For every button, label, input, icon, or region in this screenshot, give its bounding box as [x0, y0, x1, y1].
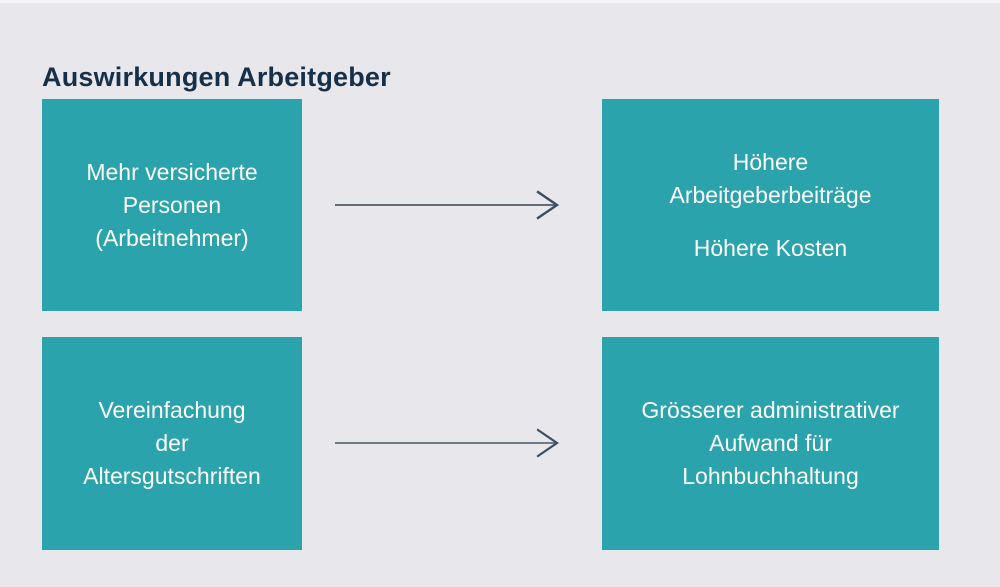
cause-box-row2: Vereinfachung der Altersgutschriften [42, 337, 302, 550]
cause-box-row1: Mehr versicherte Personen (Arbeitnehmer) [42, 99, 302, 311]
effect-box-row2-text: Grösserer administrativer Aufwand für Lo… [641, 394, 899, 493]
effect-box-row1-text: Höhere Arbeitgeberbeiträge Höhere Kosten [669, 146, 871, 265]
cause-box-row2-paragraph: Vereinfachung der Altersgutschriften [83, 397, 261, 489]
page-title: Auswirkungen Arbeitgeber [42, 62, 391, 93]
cause-box-row1-paragraph: Mehr versicherte Personen (Arbeitnehmer) [86, 158, 258, 251]
effect-box-row1-paragraph-2: Höhere Kosten [693, 234, 848, 261]
effect-box-row1: Höhere Arbeitgeberbeiträge Höhere Kosten [602, 99, 939, 311]
effect-box-row2-paragraph: Grösserer administrativer Aufwand für Lo… [641, 397, 900, 489]
effect-box-row1-paragraph-1: Höhere Arbeitgeberbeiträge [669, 148, 872, 208]
arrow-right-icon [335, 428, 559, 458]
effect-box-row2: Grösserer administrativer Aufwand für Lo… [602, 337, 939, 550]
cause-box-row2-text: Vereinfachung der Altersgutschriften [83, 394, 261, 493]
arrow-right-icon [335, 190, 560, 220]
top-edge-divider [0, 0, 1000, 3]
cause-box-row1-text: Mehr versicherte Personen (Arbeitnehmer) [86, 156, 257, 255]
